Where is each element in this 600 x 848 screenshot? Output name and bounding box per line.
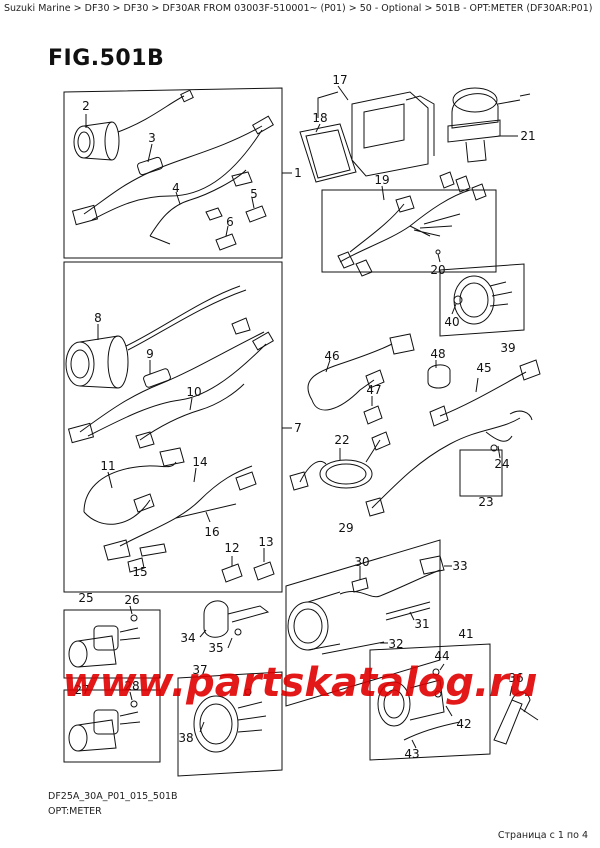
callout-39: 39 (500, 341, 515, 355)
gauge-27 (68, 700, 141, 752)
callout-37: 37 (192, 663, 207, 677)
callout-6: 6 (226, 215, 234, 229)
rod-32 (321, 641, 385, 655)
callout-27: 27 (74, 683, 89, 697)
callout-38: 38 (178, 731, 193, 745)
sensor-bell-21 (447, 87, 531, 163)
callout-9: 9 (146, 347, 154, 361)
breadcrumb: Suzuki Marine > DF30 > DF30 > DF30AR FRO… (4, 3, 593, 14)
callout-4: 4 (172, 181, 180, 195)
callout-45: 45 (476, 361, 491, 375)
callout-42: 42 (456, 717, 471, 731)
callout-13: 13 (258, 535, 273, 549)
connector-13 (253, 561, 275, 581)
callout-48: 48 (430, 347, 445, 361)
callout-33: 33 (452, 559, 467, 573)
callout-44: 44 (434, 649, 449, 663)
callout-47: 47 (366, 383, 381, 397)
callout-14: 14 (192, 455, 207, 469)
callout-17: 17 (332, 73, 347, 87)
callout-29: 29 (338, 521, 353, 535)
callout-34: 34 (180, 631, 195, 645)
cable-4 (149, 169, 253, 245)
callout-11: 11 (100, 459, 115, 473)
callout-36: 36 (508, 671, 523, 685)
digital-display-17 (351, 91, 435, 177)
callout-19: 19 (374, 173, 389, 187)
callout-1: 1 (294, 166, 302, 180)
callout-32: 32 (388, 637, 403, 651)
callout-18: 18 (312, 111, 327, 125)
callout-10: 10 (186, 385, 201, 399)
callout-28: 28 (124, 679, 139, 693)
callout-16: 16 (204, 525, 219, 539)
callout-30: 30 (354, 555, 369, 569)
group-frame-39 (439, 263, 525, 337)
callout-26: 26 (124, 593, 139, 607)
group-frame-41 (369, 643, 491, 761)
meter-unit-2 (73, 89, 194, 161)
group-frame-19 (321, 189, 497, 273)
meter-unit-8 (65, 285, 247, 389)
group-frame-29 (285, 539, 441, 707)
callout-15: 15 (132, 565, 147, 579)
coil-cable-22 (289, 431, 391, 491)
callout-2: 2 (82, 99, 90, 113)
plug-48 (427, 364, 451, 389)
handle-36 (493, 692, 539, 745)
connector-6 (215, 233, 237, 251)
figure-title: FIG.501B (48, 46, 165, 71)
harness-14 (103, 465, 257, 561)
callout-43: 43 (404, 747, 419, 761)
group-frame-top (63, 87, 283, 259)
gauge-25 (68, 614, 141, 668)
connector-12 (221, 563, 243, 583)
cable-46 (307, 333, 415, 411)
clamp-16 (139, 503, 237, 557)
harness-3 (71, 115, 274, 226)
pagination-text: Страница с 1 по 4 (497, 830, 588, 841)
display-cover-18 (299, 123, 357, 183)
callout-35: 35 (208, 641, 223, 655)
long-cable-23 (365, 410, 533, 517)
harness-9 (67, 317, 274, 444)
callout-23: 23 (478, 495, 493, 509)
cable-10 (135, 383, 245, 449)
harness-11 (83, 447, 185, 525)
callout-20: 20 (430, 263, 445, 277)
callout-40: 40 (444, 315, 459, 329)
gauge-37 (193, 688, 267, 753)
callout-41: 41 (458, 627, 473, 641)
callout-5: 5 (250, 187, 258, 201)
callout-25: 25 (78, 591, 93, 605)
group-frame-25 (63, 609, 161, 679)
callout-22: 22 (334, 433, 349, 447)
group-frame-27 (63, 689, 161, 763)
callout-8: 8 (94, 311, 102, 325)
callout-24: 24 (494, 457, 509, 471)
watermark-text: www.partskatalog.ru (63, 660, 538, 706)
switch-34 (203, 600, 270, 638)
connector-15 (127, 557, 145, 573)
callout-12: 12 (224, 541, 239, 555)
group-frame-middle (63, 261, 283, 593)
callout-21: 21 (520, 129, 535, 143)
callout-3: 3 (148, 131, 156, 145)
group-frame-37 (177, 671, 283, 777)
gauge-41 (377, 668, 461, 741)
gauge-39 (453, 275, 513, 325)
diagram-code: DF25A_30A_P01_015_501B (48, 791, 178, 802)
diagram-caption: OPT:METER (48, 806, 102, 817)
connector-5 (245, 205, 267, 223)
callout-46: 46 (324, 349, 339, 363)
connector-47 (363, 405, 383, 425)
cable-45 (429, 359, 541, 427)
harness-19 (337, 171, 487, 277)
callout-31: 31 (414, 617, 429, 631)
gauge-29 (287, 555, 445, 651)
callout-7: 7 (294, 421, 302, 435)
group-frame-23 (459, 449, 503, 497)
